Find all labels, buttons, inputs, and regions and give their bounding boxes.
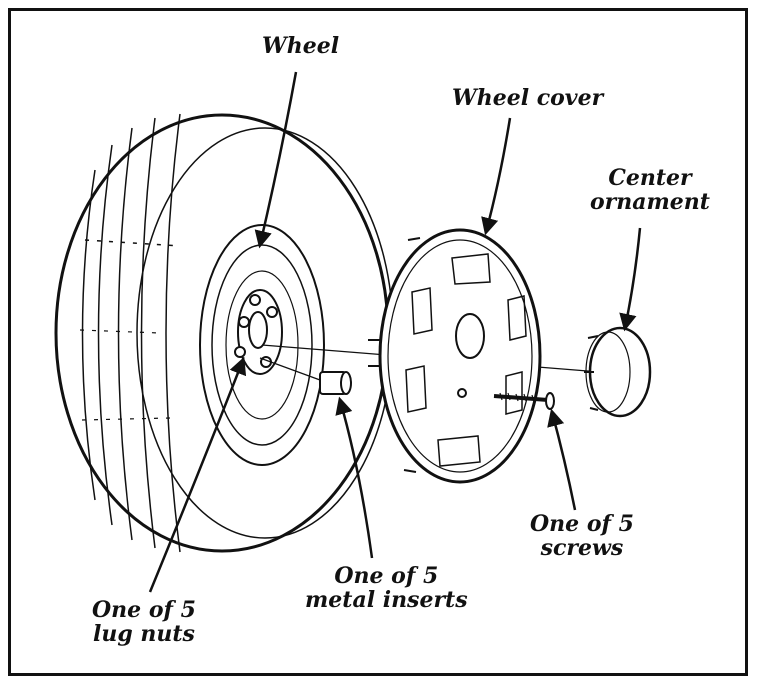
label-wheel: Wheel xyxy=(262,34,339,58)
tire xyxy=(54,113,394,553)
label-lug-nuts-line2: lug nuts xyxy=(92,621,195,647)
metal-insert xyxy=(319,371,352,395)
leader-arrows xyxy=(148,71,642,593)
center-ornament xyxy=(584,326,652,418)
lug-nut xyxy=(234,346,246,358)
label-wheel-cover: Wheel cover xyxy=(452,86,603,110)
wheel-leader xyxy=(254,71,298,249)
label-screws-line1: One of 5 xyxy=(530,511,634,537)
label-metal-inserts-line1: One of 5 xyxy=(334,563,439,589)
label-center-ornament-line2: ornament xyxy=(590,189,710,215)
wheel-cover xyxy=(368,228,542,484)
label-screws: One of 5 screws xyxy=(530,512,634,560)
metal-inserts-leader xyxy=(335,396,374,559)
lug-nut xyxy=(249,294,261,306)
label-lug-nuts-line1: One of 5 xyxy=(92,597,196,623)
lug-nut xyxy=(266,306,278,318)
label-wheel-text: Wheel xyxy=(262,33,340,59)
label-screws-line2: screws xyxy=(540,535,624,561)
label-center-ornament: Center ornament xyxy=(590,166,710,214)
center-ornament-leader xyxy=(619,227,642,332)
label-metal-inserts-line2: metal inserts xyxy=(305,587,468,613)
label-center-ornament-line1: Center xyxy=(608,165,692,191)
label-wheel-cover-text: Wheel cover xyxy=(452,85,604,111)
wheel-cover-leader xyxy=(481,117,512,236)
label-metal-inserts: One of 5 metal inserts xyxy=(305,564,468,612)
screws-leader xyxy=(547,408,577,511)
lug-nut xyxy=(238,316,250,328)
label-lug-nuts: One of 5 lug nuts xyxy=(92,598,196,646)
wheel-rim xyxy=(199,224,325,466)
lug-nuts-leader xyxy=(148,356,247,593)
